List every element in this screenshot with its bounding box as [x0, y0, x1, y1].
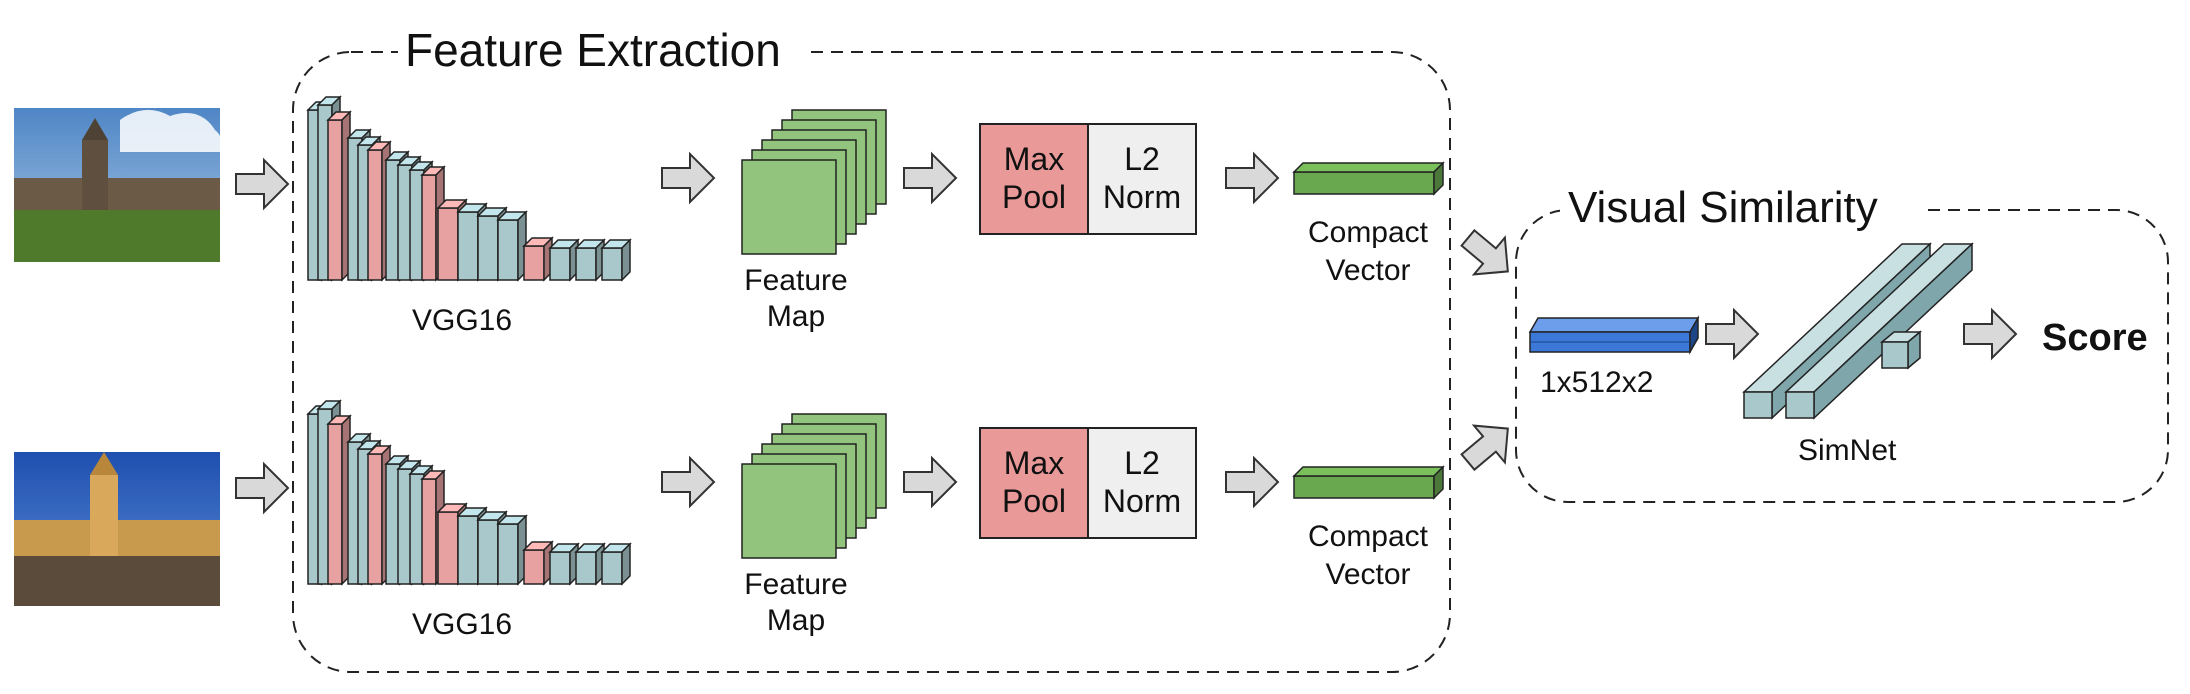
arrow-feature-map-to-pool [903, 153, 957, 203]
conv-layer [600, 542, 632, 586]
conv-layer [496, 514, 528, 586]
feature-map [741, 109, 887, 255]
arrow-concat-to-simnet [1705, 309, 1759, 359]
conv-layer [496, 210, 528, 282]
score-label: Score [2042, 317, 2148, 359]
arrow-vgg-to-feature-map [661, 457, 715, 507]
arrow-feature-map-to-pool [903, 457, 957, 507]
l2-norm-label: L2 [1124, 141, 1160, 177]
concat-label: 1x512x2 [1540, 366, 1653, 399]
compact-vector [1292, 161, 1445, 196]
feature-map-label: Feature [744, 568, 847, 601]
visual-similarity-title: Visual Similarity [1568, 183, 1878, 232]
arrow-image-to-vgg [235, 159, 289, 209]
compact-vector-label: Compact [1308, 520, 1429, 553]
feature-map [741, 413, 887, 559]
pool-layer [522, 236, 554, 282]
compact-vector [1292, 465, 1445, 500]
conv-layer [574, 542, 606, 586]
l2-norm-label: Norm [1103, 483, 1181, 519]
arrow-norm-to-vector [1225, 153, 1279, 203]
simnet-label: SimNet [1798, 434, 1897, 467]
feature-extraction-group: Feature Extraction [292, 22, 1451, 673]
l2-norm-label: L2 [1124, 445, 1160, 481]
arrow-simnet-to-score [1963, 309, 2017, 359]
vgg16-label: VGG16 [412, 608, 512, 641]
compact-vector-label: Vector [1325, 558, 1410, 591]
conv-layer [574, 238, 606, 282]
feature-map-label: Map [767, 604, 825, 637]
simnet-block [1742, 242, 1974, 420]
arrow-vgg-to-feature-map [661, 153, 715, 203]
vgg16-network [306, 399, 632, 586]
vgg16-network [306, 95, 632, 282]
compact-vector-label: Vector [1325, 254, 1410, 287]
arrow-to-similarity-bottom [1451, 409, 1525, 482]
vgg16-label: VGG16 [412, 304, 512, 337]
max-pool-label: Max [1004, 445, 1064, 481]
conv-layer [548, 238, 580, 282]
feature-map-label: Feature [744, 264, 847, 297]
pool-layer [326, 110, 352, 282]
database-image [14, 452, 220, 606]
compact-vector-label: Compact [1308, 216, 1429, 249]
query-image [14, 108, 222, 262]
max-pool-label: Pool [1002, 179, 1066, 215]
concat-vector [1528, 315, 1700, 355]
feature-map-label: Map [767, 300, 825, 333]
l2-norm-label: Norm [1103, 179, 1181, 215]
max-pool-box [979, 427, 1089, 539]
conv-layer [600, 238, 632, 282]
pool-layer [522, 540, 554, 586]
max-pool-box [979, 123, 1089, 235]
max-pool-label: Pool [1002, 483, 1066, 519]
l2-norm-box [1087, 427, 1197, 539]
arrow-to-similarity-top [1451, 218, 1525, 291]
pool-layer [326, 414, 352, 586]
feature-extraction-title: Feature Extraction [405, 24, 781, 76]
l2-norm-box [1087, 123, 1197, 235]
visual-similarity-group: Visual Similarity [1515, 180, 2169, 503]
max-pool-label: Max [1004, 141, 1064, 177]
conv-layer [548, 542, 580, 586]
arrow-norm-to-vector [1225, 457, 1279, 507]
arrow-image-to-vgg [235, 463, 289, 513]
